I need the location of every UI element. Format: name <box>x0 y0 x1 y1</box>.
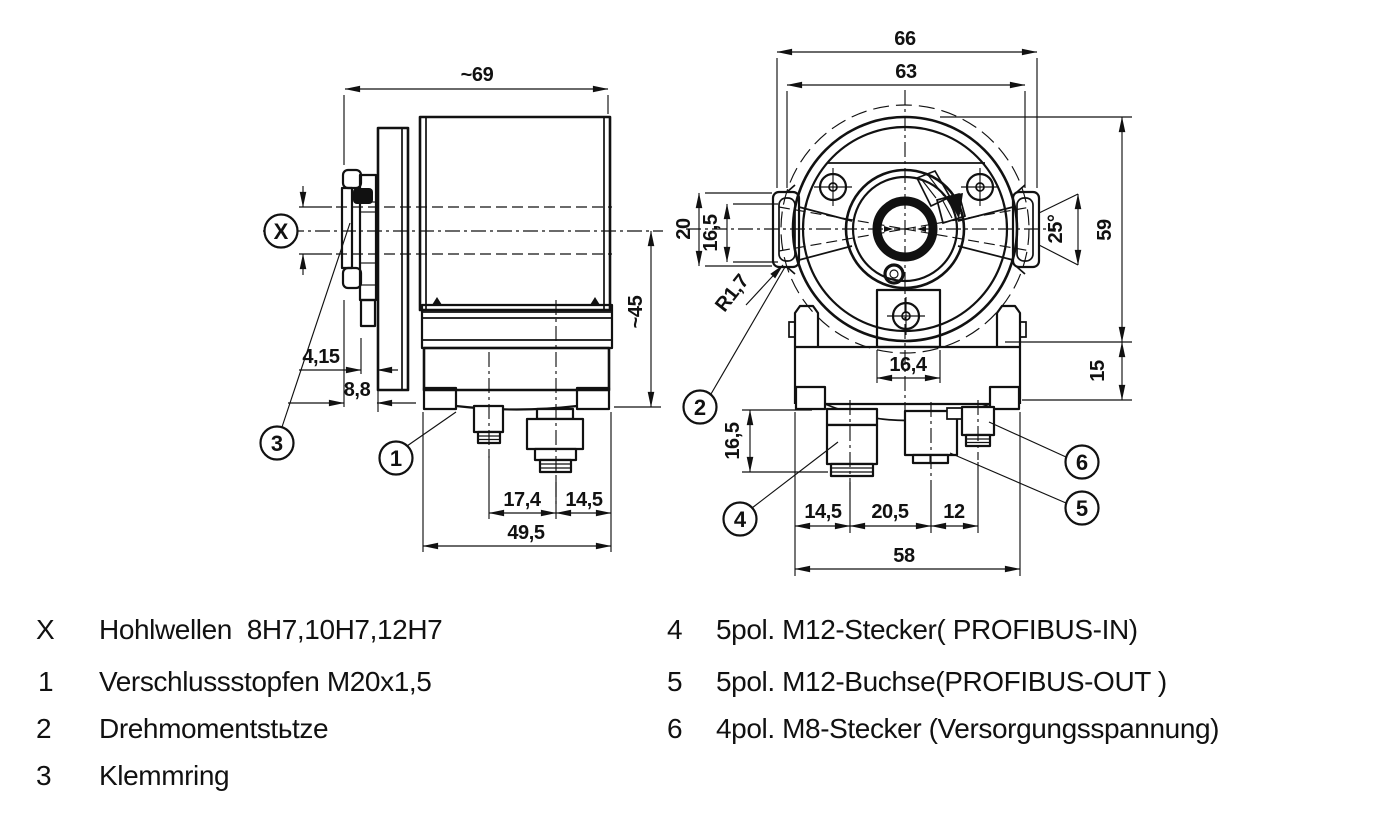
legend-key: 5 <box>667 666 683 697</box>
dim-wing-angle: 25° <box>1039 194 1082 265</box>
svg-text:16,5: 16,5 <box>722 422 744 460</box>
svg-text:R1,7: R1,7 <box>711 270 754 316</box>
dim-height-center: ~45 <box>614 230 661 407</box>
svg-text:6: 6 <box>1076 450 1088 475</box>
legend-key: X <box>36 614 55 645</box>
front-view: 66 63 20 16,5 25° <box>673 28 1132 576</box>
collar-ring <box>422 297 612 348</box>
legend-key: 4 <box>667 614 683 645</box>
dim-clamp-depth: 8,8 <box>288 379 416 407</box>
clamp-slot-hatch <box>917 171 965 223</box>
callout-2: 2 <box>684 267 786 424</box>
svg-text:1: 1 <box>390 446 402 471</box>
svg-text:25°: 25° <box>1045 214 1067 243</box>
dim-block-width: 16,4 <box>877 350 940 383</box>
screw-icon <box>961 168 999 206</box>
svg-text:3: 3 <box>271 431 283 456</box>
svg-text:17,4: 17,4 <box>503 489 542 511</box>
dim-slot-height: 16,5 <box>700 204 778 262</box>
dim-height-plate: 15 <box>1022 341 1132 400</box>
clamp-ring <box>342 188 352 268</box>
plate-ear-left <box>795 306 818 347</box>
svg-text:63: 63 <box>895 61 917 83</box>
dim-bore-x: X <box>265 186 333 275</box>
svg-text:49,5: 49,5 <box>507 522 545 544</box>
dim-width-inner: 63 <box>787 61 1025 188</box>
legend-key: 3 <box>36 760 52 791</box>
connection-box-side <box>424 348 609 390</box>
dim-connector-height: 16,5 <box>722 410 828 472</box>
encoder-body-side <box>420 117 610 310</box>
svg-text:12: 12 <box>943 501 965 523</box>
legend-text: 4pol. M8-Stecker (Versorgungsspannung) <box>716 713 1220 744</box>
legend-text: 5pol. M12-Stecker( PROFIBUS-IN) <box>716 614 1138 645</box>
legend-text: Verschlussstopfen M20x1,5 <box>99 666 432 697</box>
svg-text:14,5: 14,5 <box>804 501 842 523</box>
callout-6: 6 <box>989 422 1099 479</box>
svg-text:66: 66 <box>894 28 916 50</box>
plate-ear-right <box>997 306 1020 347</box>
m12-plug-profibus-in <box>827 409 877 476</box>
svg-text:8,8: 8,8 <box>344 379 371 401</box>
svg-text:4: 4 <box>734 507 747 532</box>
legend-key: 1 <box>38 666 54 697</box>
dim-width-outer: 66 <box>777 28 1037 188</box>
svg-text:15: 15 <box>1087 360 1109 382</box>
callout-1: 1 <box>380 412 457 475</box>
callout-5: 5 <box>950 453 1099 525</box>
bore-label-circle <box>265 215 298 248</box>
legend-text: 5pol. M12-Buchse(PROFIBUS-OUT ) <box>716 666 1167 697</box>
flange-plate <box>378 128 408 390</box>
dim-connector-positions: 14,5 20,5 12 58 <box>795 412 1020 576</box>
legend-text: Drehmomentstьtze <box>99 713 329 744</box>
screw-icon <box>814 168 852 206</box>
callout-4: 4 <box>724 442 839 536</box>
legend-text: Hohlwellen 8H7,10H7,12H7 <box>99 614 443 645</box>
cable-gland-connector <box>527 409 583 472</box>
svg-text:4,15: 4,15 <box>302 346 340 368</box>
svg-text:2: 2 <box>694 395 706 420</box>
dim-radius: R1,7 <box>711 265 783 316</box>
side-view: ~69 X ~45 4,15 8,8 <box>261 64 664 552</box>
svg-text:16,5: 16,5 <box>700 214 722 252</box>
clamp-screw-icon <box>885 265 903 283</box>
svg-text:~45: ~45 <box>625 295 647 328</box>
svg-text:59: 59 <box>1094 219 1116 241</box>
dim-connector-spacing: 17,4 14,5 49,5 <box>423 412 611 552</box>
svg-text:20: 20 <box>673 218 695 240</box>
svg-text:20,5: 20,5 <box>871 501 909 523</box>
svg-text:~69: ~69 <box>461 64 494 86</box>
dim-wing-height: 20 <box>673 193 772 266</box>
hollow-shaft-hub <box>342 170 376 326</box>
svg-text:14,5: 14,5 <box>565 489 603 511</box>
legend-key: 2 <box>36 713 52 744</box>
svg-text:5: 5 <box>1076 496 1088 521</box>
svg-text:16,4: 16,4 <box>889 354 928 376</box>
svg-text:X: X <box>274 219 289 244</box>
legend-key: 6 <box>667 713 683 744</box>
screw-icon <box>887 297 925 335</box>
dim-height-body: 59 <box>940 117 1132 342</box>
legend-text: Klemmring <box>99 760 230 791</box>
svg-text:58: 58 <box>893 545 915 567</box>
clamp-screw-section <box>353 188 373 204</box>
callout-3: 3 <box>261 223 351 460</box>
dim-width-total: ~69 <box>344 64 608 407</box>
